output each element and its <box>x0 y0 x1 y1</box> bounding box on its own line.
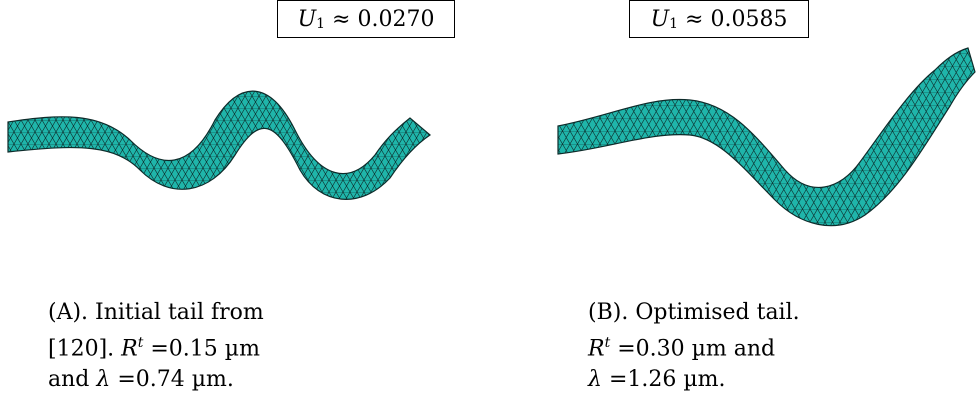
caption-b-line2: Rt =0.30 µm and <box>588 328 800 364</box>
caption-b-line1: (B). Optimised tail. <box>588 300 800 325</box>
caption-b-line3: λ =1.26 µm. <box>588 364 800 395</box>
caption-a-line1: (A). Initial tail from <box>48 300 264 325</box>
radius-superscript: t <box>137 335 144 351</box>
u-subscript: 1 <box>316 16 326 32</box>
u-symbol: U <box>650 6 670 32</box>
radius-symbol: R <box>121 336 138 362</box>
radius-value: =0.15 µm <box>143 336 260 362</box>
radius-symbol: R <box>588 336 605 362</box>
caption-a-line2: [120]. Rt =0.15 µm <box>48 328 264 364</box>
caption-a: (A). Initial tail from [120]. Rt =0.15 µ… <box>48 297 264 395</box>
lambda-symbol: λ <box>588 367 602 393</box>
tail-mesh-optimised <box>557 47 976 227</box>
lambda-value: =0.74 µm. <box>110 367 234 393</box>
radius-superscript: t <box>604 335 611 351</box>
u-symbol: U <box>297 6 317 32</box>
radius-value: =0.30 µm and <box>610 336 776 362</box>
u-subscript: 1 <box>669 16 679 32</box>
caption-a-line3: and λ =0.74 µm. <box>48 364 264 395</box>
caption-a-and: and <box>48 367 97 393</box>
lambda-value: =1.26 µm. <box>601 367 726 393</box>
lambda-symbol: λ <box>96 367 111 393</box>
u-value: ≈ 0.0585 <box>685 6 788 32</box>
tail-mesh-initial <box>7 90 431 200</box>
caption-a-ref: [120]. <box>48 336 122 362</box>
caption-b: (B). Optimised tail. Rt =0.30 µm and λ =… <box>588 297 800 395</box>
u-value: ≈ 0.0270 <box>332 6 435 32</box>
